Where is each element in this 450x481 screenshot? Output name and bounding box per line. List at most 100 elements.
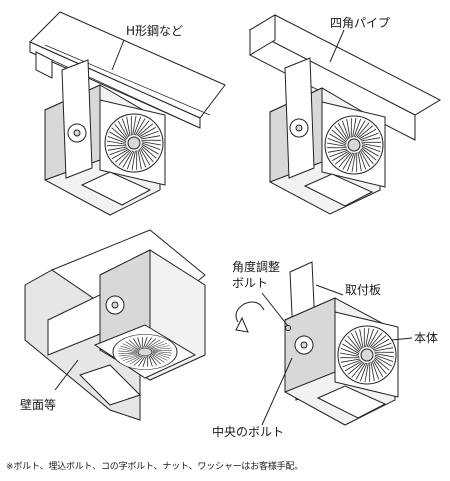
grille-spoke	[151, 347, 172, 351]
grille-spoke	[351, 152, 356, 172]
grille-spoke	[125, 355, 142, 363]
grille-spoke	[111, 148, 130, 160]
grille-spoke	[132, 116, 137, 136]
grille-spoke	[342, 359, 362, 368]
grille-spoke	[337, 122, 349, 141]
grille-spoke	[359, 362, 368, 382]
grille-spoke	[368, 330, 379, 348]
grille-spoke	[137, 123, 154, 137]
grille-spoke	[351, 362, 365, 378]
grille-spoke	[327, 142, 347, 147]
grille-spoke	[114, 123, 128, 140]
grille-spoke	[369, 332, 383, 348]
grille-spoke	[360, 137, 381, 142]
grille-spoke	[371, 360, 380, 380]
square-pipe-end	[249, 14, 276, 56]
grille-spoke	[146, 338, 157, 348]
grille-spoke	[350, 332, 362, 351]
grille-spoke	[342, 343, 360, 354]
grille-spoke	[370, 335, 387, 349]
grille-spoke	[327, 137, 347, 146]
fan-grille	[337, 325, 397, 385]
grille-spoke	[107, 140, 127, 145]
grille-spoke	[133, 356, 144, 366]
grille-spoke	[122, 355, 141, 361]
label-h-beam: H形鋼など	[126, 24, 184, 38]
label-center-bolt: 中央のボルト	[212, 425, 285, 439]
grille-spoke	[374, 353, 394, 358]
grille-spoke	[366, 328, 375, 348]
grille-spoke	[334, 125, 348, 142]
panel-h-beam	[29, 11, 226, 216]
grille-spoke	[139, 147, 151, 166]
grille-spoke	[372, 359, 384, 378]
grille-spoke	[352, 118, 357, 138]
grille-spoke	[357, 151, 362, 172]
grille-spoke	[122, 343, 138, 351]
wall-lower	[79, 364, 141, 406]
grille-spoke	[340, 352, 360, 357]
label-main-body: 本体	[414, 331, 439, 345]
grille-spoke	[341, 120, 350, 140]
grille-spoke	[107, 146, 128, 151]
fan-grille	[104, 113, 164, 173]
grille-spoke	[126, 150, 135, 170]
grille-spoke	[374, 357, 390, 371]
panel-square-pipe	[248, 14, 442, 215]
grille-spoke	[143, 337, 148, 348]
h-beam-end	[35, 51, 53, 79]
grille-spoke	[122, 150, 133, 168]
grille-spoke	[136, 120, 150, 136]
grille-spoke	[371, 338, 390, 350]
grille-spoke	[149, 343, 168, 349]
grille-spoke	[327, 148, 348, 153]
grille-spoke	[121, 118, 130, 138]
grille-spoke	[353, 118, 362, 138]
grille-spoke	[372, 342, 392, 351]
label-square-pipe: 四角パイプ	[330, 16, 391, 30]
grille-spoke	[374, 354, 394, 363]
grille-spoke	[138, 148, 147, 168]
grille-spoke	[347, 361, 364, 375]
grille-spoke	[152, 352, 170, 359]
fan-grille	[324, 115, 384, 175]
bottom-box	[316, 385, 387, 419]
grille-spoke	[347, 335, 361, 352]
grille-spoke	[361, 147, 377, 161]
grille-spoke	[111, 127, 127, 141]
grille-spoke	[346, 118, 351, 139]
grille-spoke	[149, 355, 158, 366]
grille-spoke	[141, 142, 161, 151]
grille-spoke	[370, 361, 375, 382]
fan-grille	[112, 334, 178, 370]
grille-spoke	[129, 355, 143, 365]
grille-spoke	[334, 151, 351, 165]
grille-spoke	[373, 358, 387, 375]
grille-spoke	[361, 144, 381, 153]
grille-spoke	[131, 150, 136, 170]
grille-spoke	[132, 338, 141, 349]
grille-spoke	[118, 353, 139, 357]
grille-spoke	[140, 146, 154, 163]
grille-spoke	[373, 347, 394, 352]
grille-spoke	[152, 353, 168, 361]
grille-spoke	[152, 351, 172, 356]
bottom-box	[80, 171, 152, 206]
label-angle-bolt-line2: ボルト	[232, 276, 269, 290]
grille-spoke	[118, 350, 138, 353]
rotation-arrow	[235, 301, 265, 323]
grille-spoke	[107, 135, 127, 144]
grille-spoke	[126, 116, 131, 137]
grille-spoke	[150, 354, 162, 365]
mounting-plate	[61, 59, 93, 179]
grille-spoke	[359, 328, 364, 349]
grille-spoke	[138, 126, 157, 138]
grille-spoke	[147, 339, 161, 349]
grille-spoke	[364, 362, 369, 382]
grille-spoke	[148, 355, 153, 367]
grille-spoke	[342, 152, 353, 170]
grille-spoke	[125, 341, 139, 350]
grille-spoke	[152, 351, 172, 354]
grille-spoke	[344, 360, 363, 372]
